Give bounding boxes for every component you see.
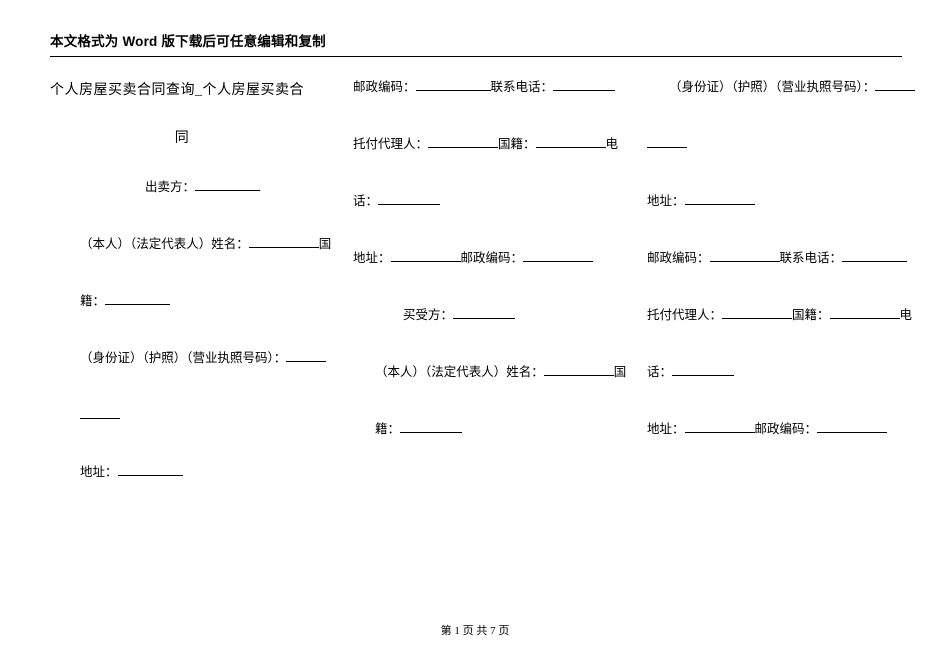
column-left: 个人房屋买卖合同查询_个人房屋买卖合 同 出卖方： （本人）（法定代表人）姓名：…: [50, 78, 331, 520]
buyer-agent-tel-blank: [672, 363, 735, 376]
seller-agent-tel-label: 话：: [353, 194, 379, 208]
seller-id-field: （身份证）（护照）（营业执照号码）：: [50, 349, 327, 367]
header-divider: [50, 56, 902, 57]
buyer-name-blank: [543, 363, 614, 376]
seller-agent-tel-blank: [378, 192, 441, 205]
seller-id-blank-cont: [80, 406, 120, 419]
buyer-phone-blank: [842, 249, 908, 262]
buyer-address-label: 地址：: [647, 194, 685, 208]
header-notice: 本文格式为 Word 版下载后可任意编辑和复制: [50, 34, 326, 49]
seller-postcode-label: 邮政编码：: [353, 80, 416, 94]
buyer-address-field: 地址：: [647, 192, 902, 210]
buyer-nationality-field: 籍：: [353, 420, 617, 438]
page-footer: 第 1 页 共 7 页: [440, 625, 510, 637]
seller-agent-address-field: 地址： 邮政编码：: [353, 249, 617, 267]
document-title-line1: 个人房屋买卖合同查询_个人房屋买卖合: [50, 83, 304, 98]
buyer-field: 买受方：: [353, 306, 617, 324]
seller-agent-tel-prefix: 电: [605, 137, 619, 151]
buyer-id-blank: [875, 78, 916, 91]
buyer-phone-label: 联系电话：: [779, 251, 843, 265]
buyer-agent-field: 托付代理人： 国籍： 电: [647, 306, 912, 324]
column-middle: 邮政编码：联系电话： 托付代理人：国籍：电 话： 地址：邮政编码： 买受方： （…: [353, 78, 626, 477]
seller-agent-blank: [428, 135, 499, 148]
seller-id-blank: [286, 349, 327, 362]
seller-phone-label: 联系电话：: [490, 80, 554, 94]
seller-postcode-phone-field: 邮政编码： 联系电话：: [353, 78, 617, 96]
buyer-postcode-blank: [709, 249, 780, 262]
buyer-agent-tel-label: 话：: [647, 365, 673, 379]
buyer-name-field: （本人）（法定代表人）姓名： 国: [353, 363, 626, 381]
buyer-id-blank-line: [647, 135, 902, 153]
seller-blank: [195, 178, 261, 191]
seller-agent-field: 托付代理人： 国籍： 电: [353, 135, 619, 153]
document-title-line2: 同: [174, 131, 190, 146]
page-header: 本文格式为 Word 版下载后可任意编辑和复制: [50, 30, 902, 57]
seller-id-blank-line: [50, 406, 314, 424]
seller-name-field: （本人）（法定代表人）姓名： 国: [50, 235, 331, 253]
seller-phone-blank: [553, 78, 616, 91]
buyer-id-blank-cont: [647, 135, 687, 148]
buyer-nationality-blank: [400, 420, 463, 433]
buyer-agent-address-label: 地址：: [647, 422, 685, 436]
seller-address-label: 地址：: [80, 465, 118, 479]
buyer-address-blank: [684, 192, 755, 205]
buyer-agent-postcode-blank: [817, 420, 888, 433]
seller-nationality-label: 籍：: [80, 294, 106, 308]
buyer-id-label: （身份证）（护照）（营业执照号码）：: [669, 80, 876, 94]
buyer-label: 买受方：: [403, 308, 454, 322]
seller-agent-nationality-blank: [535, 135, 606, 148]
buyer-postcode-label: 邮政编码：: [647, 251, 710, 265]
seller-field: 出卖方：: [50, 178, 314, 196]
buyer-nationality-label: 籍：: [375, 422, 401, 436]
seller-nationality-blank: [105, 292, 171, 305]
seller-postcode-blank: [415, 78, 491, 91]
buyer-name-suffix: 国: [613, 365, 627, 379]
seller-agent-label: 托付代理人：: [353, 137, 429, 151]
seller-name-blank: [248, 235, 319, 248]
seller-agent-postcode-blank: [523, 249, 594, 262]
buyer-name-label: （本人）（法定代表人）姓名：: [375, 365, 544, 379]
seller-name-suffix: 国: [318, 237, 332, 251]
seller-agent-address-label: 地址：: [353, 251, 391, 265]
seller-id-label: （身份证）（护照）（营业执照号码）：: [80, 351, 287, 365]
seller-agent-address-blank: [390, 249, 461, 262]
document-columns: 个人房屋买卖合同查询_个人房屋买卖合 同 出卖方： （本人）（法定代表人）姓名：…: [50, 78, 916, 618]
seller-name-label: （本人）（法定代表人）姓名：: [80, 237, 249, 251]
seller-agent-tel-field: 话：: [353, 192, 617, 210]
seller-label: 出卖方：: [145, 180, 196, 194]
buyer-agent-label: 托付代理人：: [647, 308, 723, 322]
seller-nationality-field: 籍：: [50, 292, 314, 310]
document-title: 个人房屋买卖合同查询_个人房屋买卖合 同: [50, 78, 314, 152]
column-right: （身份证）（护照）（营业执照号码）： 地址： 邮政编码： 联系电话： 托付代理人：…: [647, 78, 916, 477]
buyer-blank: [453, 306, 516, 319]
buyer-postcode-phone-field: 邮政编码： 联系电话：: [647, 249, 908, 267]
buyer-agent-address-blank: [684, 420, 755, 433]
buyer-agent-tel-prefix: 电: [899, 308, 913, 322]
buyer-agent-blank: [722, 306, 793, 319]
buyer-agent-address-field: 地址： 邮政编码：: [647, 420, 902, 438]
seller-agent-postcode-label: 邮政编码：: [460, 251, 524, 265]
buyer-agent-nationality-label: 国籍：: [792, 308, 830, 322]
buyer-agent-tel-field: 话：: [647, 363, 902, 381]
seller-address-field: 地址：: [50, 463, 314, 481]
seller-address-blank: [117, 463, 183, 476]
buyer-id-field: （身份证）（护照）（营业执照号码）：: [647, 78, 916, 96]
seller-agent-nationality-label: 国籍：: [498, 137, 536, 151]
buyer-agent-postcode-label: 邮政编码：: [754, 422, 818, 436]
buyer-agent-nationality-blank: [829, 306, 900, 319]
